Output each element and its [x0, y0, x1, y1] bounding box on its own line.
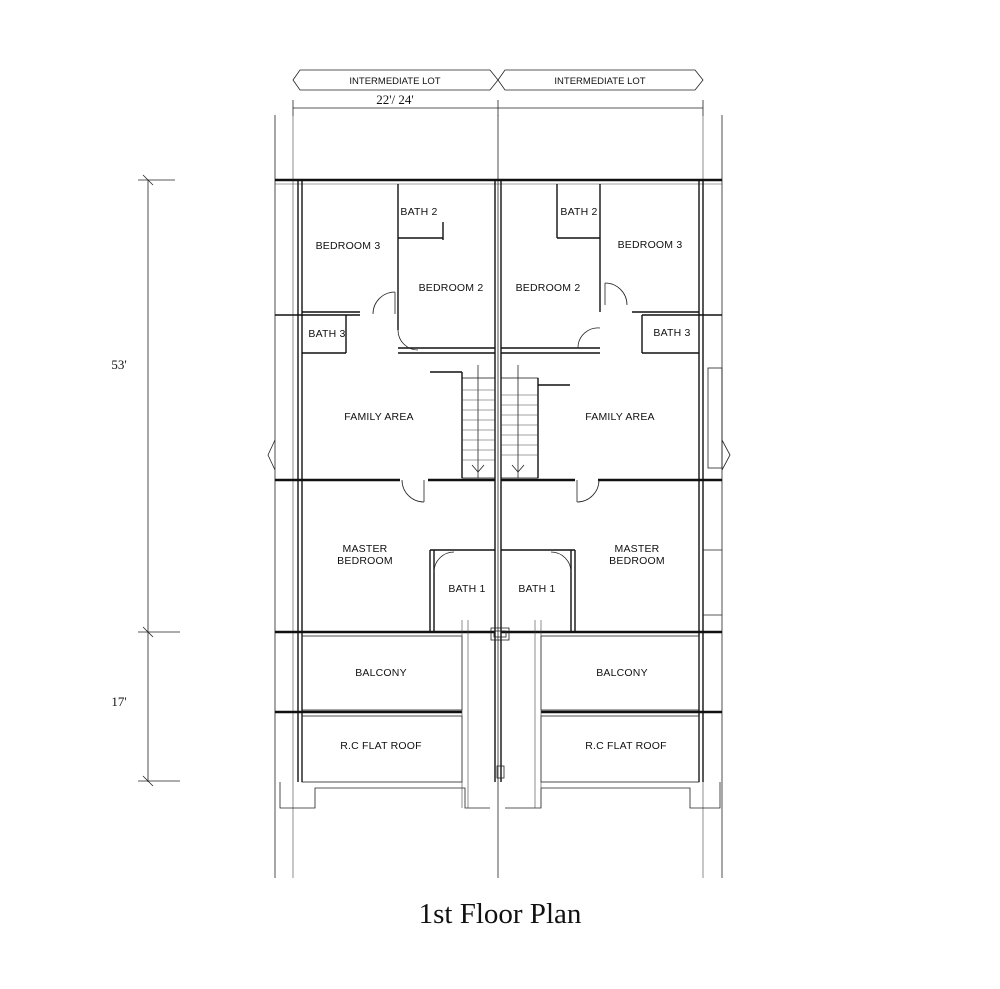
right-bedroom-3-label: BEDROOM 3	[618, 239, 683, 251]
left-bath-1-label: BATH 1	[448, 583, 485, 595]
right-family-area-label: FAMILY AREA	[585, 411, 655, 423]
right-flat-roof-label: R.C FLAT ROOF	[585, 740, 667, 752]
lot-header: INTERMEDIATE LOT INTERMEDIATE LOT 22'/ 2…	[292, 69, 704, 116]
right-lot-label: INTERMEDIATE LOT	[554, 76, 645, 87]
right-master-label-line2: BEDROOM	[609, 555, 665, 567]
right-lot-tag	[497, 69, 704, 91]
left-family-area-label: FAMILY AREA	[344, 411, 414, 423]
right-bath-3-label: BATH 3	[653, 327, 690, 339]
right-room-labels: BATH 2 BEDROOM 2 BEDROOM 3 BATH 3 FAMILY…	[516, 206, 691, 752]
width-dimension: 22'/ 24'	[376, 92, 414, 107]
rear-depth-dimension: 17'	[111, 694, 126, 709]
main-depth-dimension: 53'	[111, 357, 126, 372]
left-balcony-label: BALCONY	[355, 667, 407, 679]
party-wall-detail	[490, 627, 510, 779]
right-unit	[500, 184, 723, 809]
right-bedroom-2-label: BEDROOM 2	[516, 282, 581, 294]
left-unit	[275, 184, 496, 809]
right-balcony-label: BALCONY	[596, 667, 648, 679]
left-bath-3-label: BATH 3	[308, 328, 345, 340]
left-master-label-line2: BEDROOM	[337, 555, 393, 567]
right-bath-1-label: BATH 1	[518, 583, 555, 595]
left-flat-roof-label: R.C FLAT ROOF	[340, 740, 422, 752]
depth-dimensions: 53' 17'	[111, 174, 180, 787]
right-master-label-line1: MASTER	[615, 543, 660, 555]
right-bath-2-label: BATH 2	[560, 206, 597, 218]
left-bath-2-label: BATH 2	[400, 206, 437, 218]
plan-title: 1st Floor Plan	[418, 898, 582, 930]
left-bedroom-3-label: BEDROOM 3	[316, 240, 381, 252]
left-bedroom-2-label: BEDROOM 2	[419, 282, 484, 294]
left-master-label-line1: MASTER	[343, 543, 388, 555]
left-lot-label: INTERMEDIATE LOT	[349, 76, 440, 87]
boundary-lines	[274, 115, 723, 878]
left-room-labels: BEDROOM 3 BATH 2 BEDROOM 2 BATH 3 FAMILY…	[308, 206, 485, 752]
